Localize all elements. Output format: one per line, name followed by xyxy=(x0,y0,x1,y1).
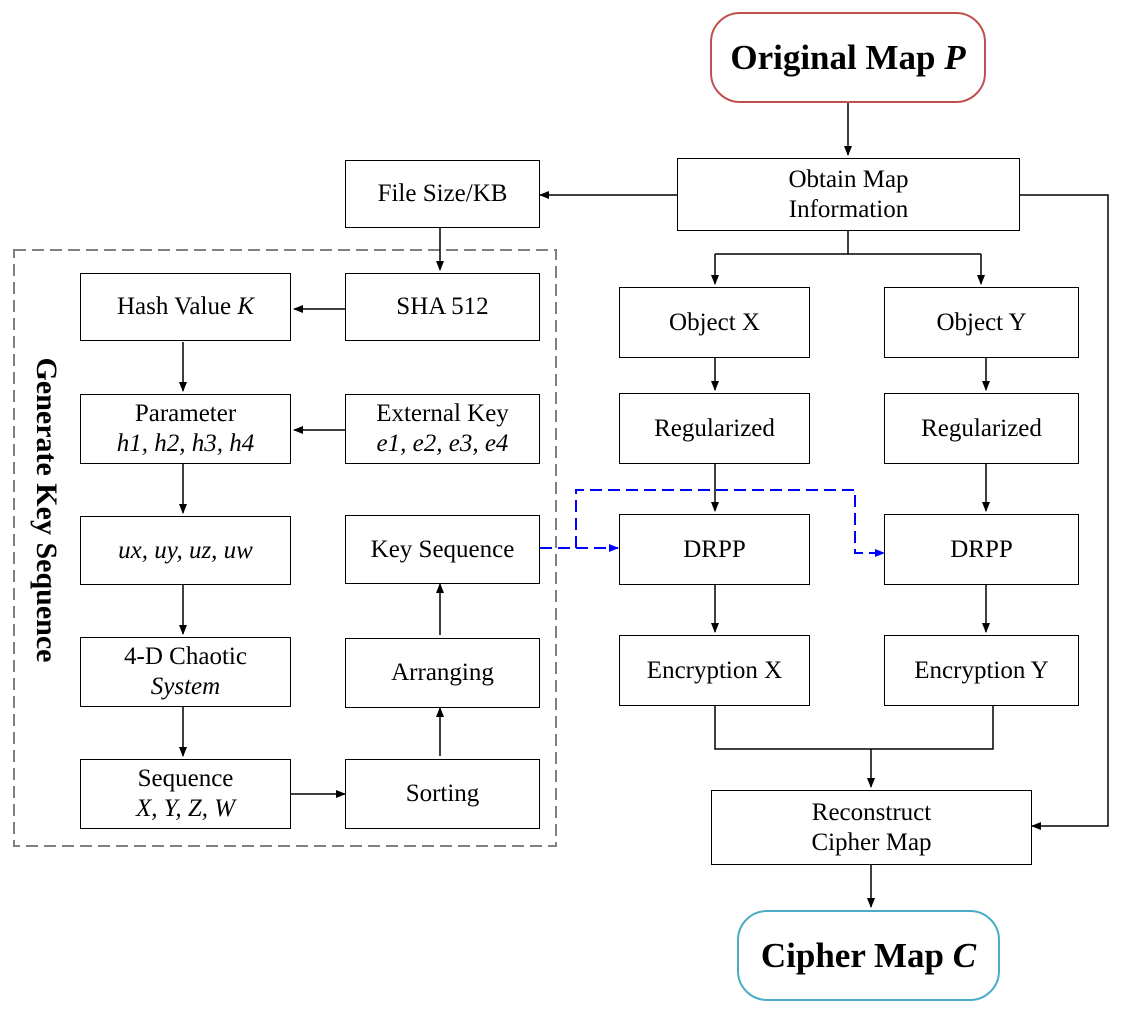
hash-value-label: Hash Value xyxy=(116,293,232,320)
drpp-y-node: DRPP xyxy=(884,514,1079,585)
obtain-info-node: Obtain Map Information xyxy=(677,158,1020,231)
cipher-map-var: C xyxy=(952,935,977,975)
sha512-node: SHA 512 xyxy=(345,273,540,341)
parameter-node: Parameter h1, h2, h3, h4 xyxy=(80,394,291,464)
reconstruct-node: Reconstruct Cipher Map xyxy=(711,790,1032,865)
sha512-label: SHA 512 xyxy=(396,293,489,320)
encryption-x-label: Encryption X xyxy=(646,656,783,684)
file-size-node: File Size/KB xyxy=(345,160,540,228)
drpp-x-label: DRPP xyxy=(683,535,746,563)
sequence-line1: Sequence xyxy=(137,765,234,792)
parameter-line2: h1, h2, h3, h4 xyxy=(116,430,255,457)
reconstruct-line2: Cipher Map xyxy=(811,828,932,856)
encryption-x-node: Encryption X xyxy=(619,635,810,706)
initial-values-node: ux, uy, uz, uw xyxy=(80,516,291,585)
edge-obtain-split xyxy=(715,230,981,255)
key-sequence-label: Key Sequence xyxy=(370,535,515,563)
object-y-node: Object Y xyxy=(884,287,1079,358)
regularized-y-node: Regularized xyxy=(884,393,1079,464)
arranging-label: Arranging xyxy=(391,659,494,686)
edge-keyseq-to-drpp-x xyxy=(540,489,885,557)
obtain-info-line2: Information xyxy=(788,195,909,223)
encryption-y-label: Encryption Y xyxy=(914,656,1049,684)
chaotic-line1: 4-D Chaotic xyxy=(124,643,247,670)
key-sequence-node: Key Sequence xyxy=(345,515,540,584)
cipher-map-label: Cipher Map xyxy=(760,935,944,975)
regularized-x-label: Regularized xyxy=(654,414,775,442)
parameter-line1: Parameter xyxy=(134,400,237,427)
chaotic-line2: System xyxy=(150,673,221,700)
original-map-label: Original Map xyxy=(730,37,936,77)
sorting-label: Sorting xyxy=(405,780,480,807)
encryption-y-node: Encryption Y xyxy=(884,635,1079,706)
file-size-label: File Size/KB xyxy=(377,180,508,207)
external-key-line2: e1, e2, e3, e4 xyxy=(376,430,509,457)
object-y-label: Object Y xyxy=(936,308,1027,336)
hash-value-var: K xyxy=(237,293,255,320)
initial-values-label: ux, uy, uz, uw xyxy=(118,536,253,564)
cipher-map-node: Cipher Map C xyxy=(737,910,1000,1001)
object-x-node: Object X xyxy=(619,287,810,358)
sorting-node: Sorting xyxy=(345,759,540,829)
chaotic-system-node: 4-D Chaotic System xyxy=(80,637,291,707)
obtain-info-line1: Obtain Map xyxy=(788,165,909,193)
edge-obtain-to-reconstruct xyxy=(1020,194,1109,830)
external-key-line1: External Key xyxy=(376,400,509,427)
hash-value-node: Hash Value K xyxy=(80,273,291,341)
regularized-y-label: Regularized xyxy=(921,414,1042,442)
edge-encryptions-merge xyxy=(714,706,994,787)
reconstruct-line1: Reconstruct xyxy=(811,798,932,826)
original-map-var: P xyxy=(944,37,966,77)
external-key-node: External Key e1, e2, e3, e4 xyxy=(345,394,540,464)
sequence-node: Sequence X, Y, Z, W xyxy=(80,759,291,829)
object-x-label: Object X xyxy=(669,308,760,336)
regularized-x-node: Regularized xyxy=(619,393,810,464)
group-label-text: Generate Key Sequence xyxy=(30,357,63,663)
group-boundary xyxy=(13,249,557,847)
original-map-node: Original Map P xyxy=(710,12,986,103)
arranging-node: Arranging xyxy=(345,638,540,708)
drpp-y-label: DRPP xyxy=(950,535,1013,563)
drpp-x-node: DRPP xyxy=(619,514,810,585)
sequence-line2: X, Y, Z, W xyxy=(135,795,236,822)
